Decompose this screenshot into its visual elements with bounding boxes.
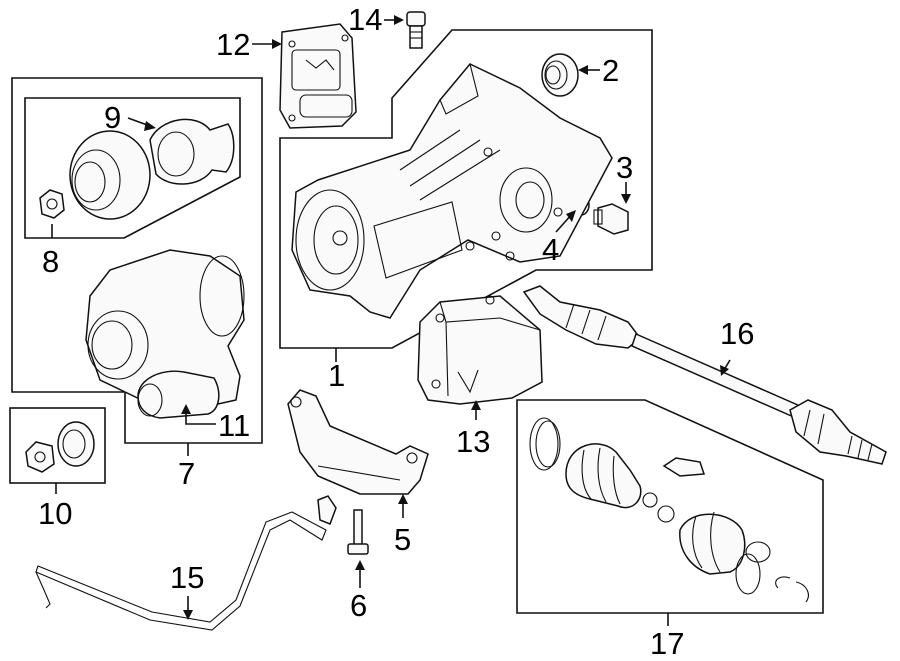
drive-shaft-part-16 xyxy=(522,285,887,465)
control-module-part xyxy=(279,23,357,129)
group-box-9 xyxy=(24,97,241,239)
callout-1: 1 xyxy=(328,358,345,393)
callout-4: 4 xyxy=(542,232,559,267)
bolt-part-14 xyxy=(406,11,426,49)
callout-10: 10 xyxy=(38,496,72,531)
cv-joint-kit-part-17 xyxy=(529,417,809,603)
nut-part-8 xyxy=(39,189,65,219)
callout-15: 15 xyxy=(170,560,204,595)
callout-8: 8 xyxy=(42,244,59,279)
callout-labels: 1 2 3 4 5 6 7 8 9 10 11 12 13 14 15 16 1… xyxy=(38,2,754,661)
callout-7: 7 xyxy=(178,456,195,491)
group-box-10 xyxy=(9,407,106,484)
callout-9: 9 xyxy=(104,100,121,135)
callout-12: 12 xyxy=(216,27,250,62)
bracket-part-5 xyxy=(287,389,429,495)
differential-housing-part xyxy=(291,62,613,319)
callout-6: 6 xyxy=(350,588,367,623)
leader-lines xyxy=(51,15,731,626)
callout-3: 3 xyxy=(616,150,633,185)
seal-and-nut-part-10 xyxy=(25,421,95,473)
coupling-part-9 xyxy=(69,118,235,220)
actuator-part-13 xyxy=(417,295,543,405)
group-box-17 xyxy=(516,399,824,614)
callout-16: 16 xyxy=(720,316,754,351)
group-box-7 xyxy=(11,77,263,444)
callout-2: 2 xyxy=(602,53,619,88)
bolt-part-6 xyxy=(347,509,369,555)
callout-5: 5 xyxy=(394,522,411,557)
seal-part-2 xyxy=(541,53,579,97)
drain-plug-part-3 xyxy=(593,203,629,235)
callout-17: 17 xyxy=(650,626,684,661)
callout-14: 14 xyxy=(348,2,382,37)
coupling-assembly-part xyxy=(85,249,245,419)
callout-11: 11 xyxy=(218,408,250,443)
vent-hose-part-15 xyxy=(35,495,337,631)
callout-13: 13 xyxy=(456,424,490,459)
